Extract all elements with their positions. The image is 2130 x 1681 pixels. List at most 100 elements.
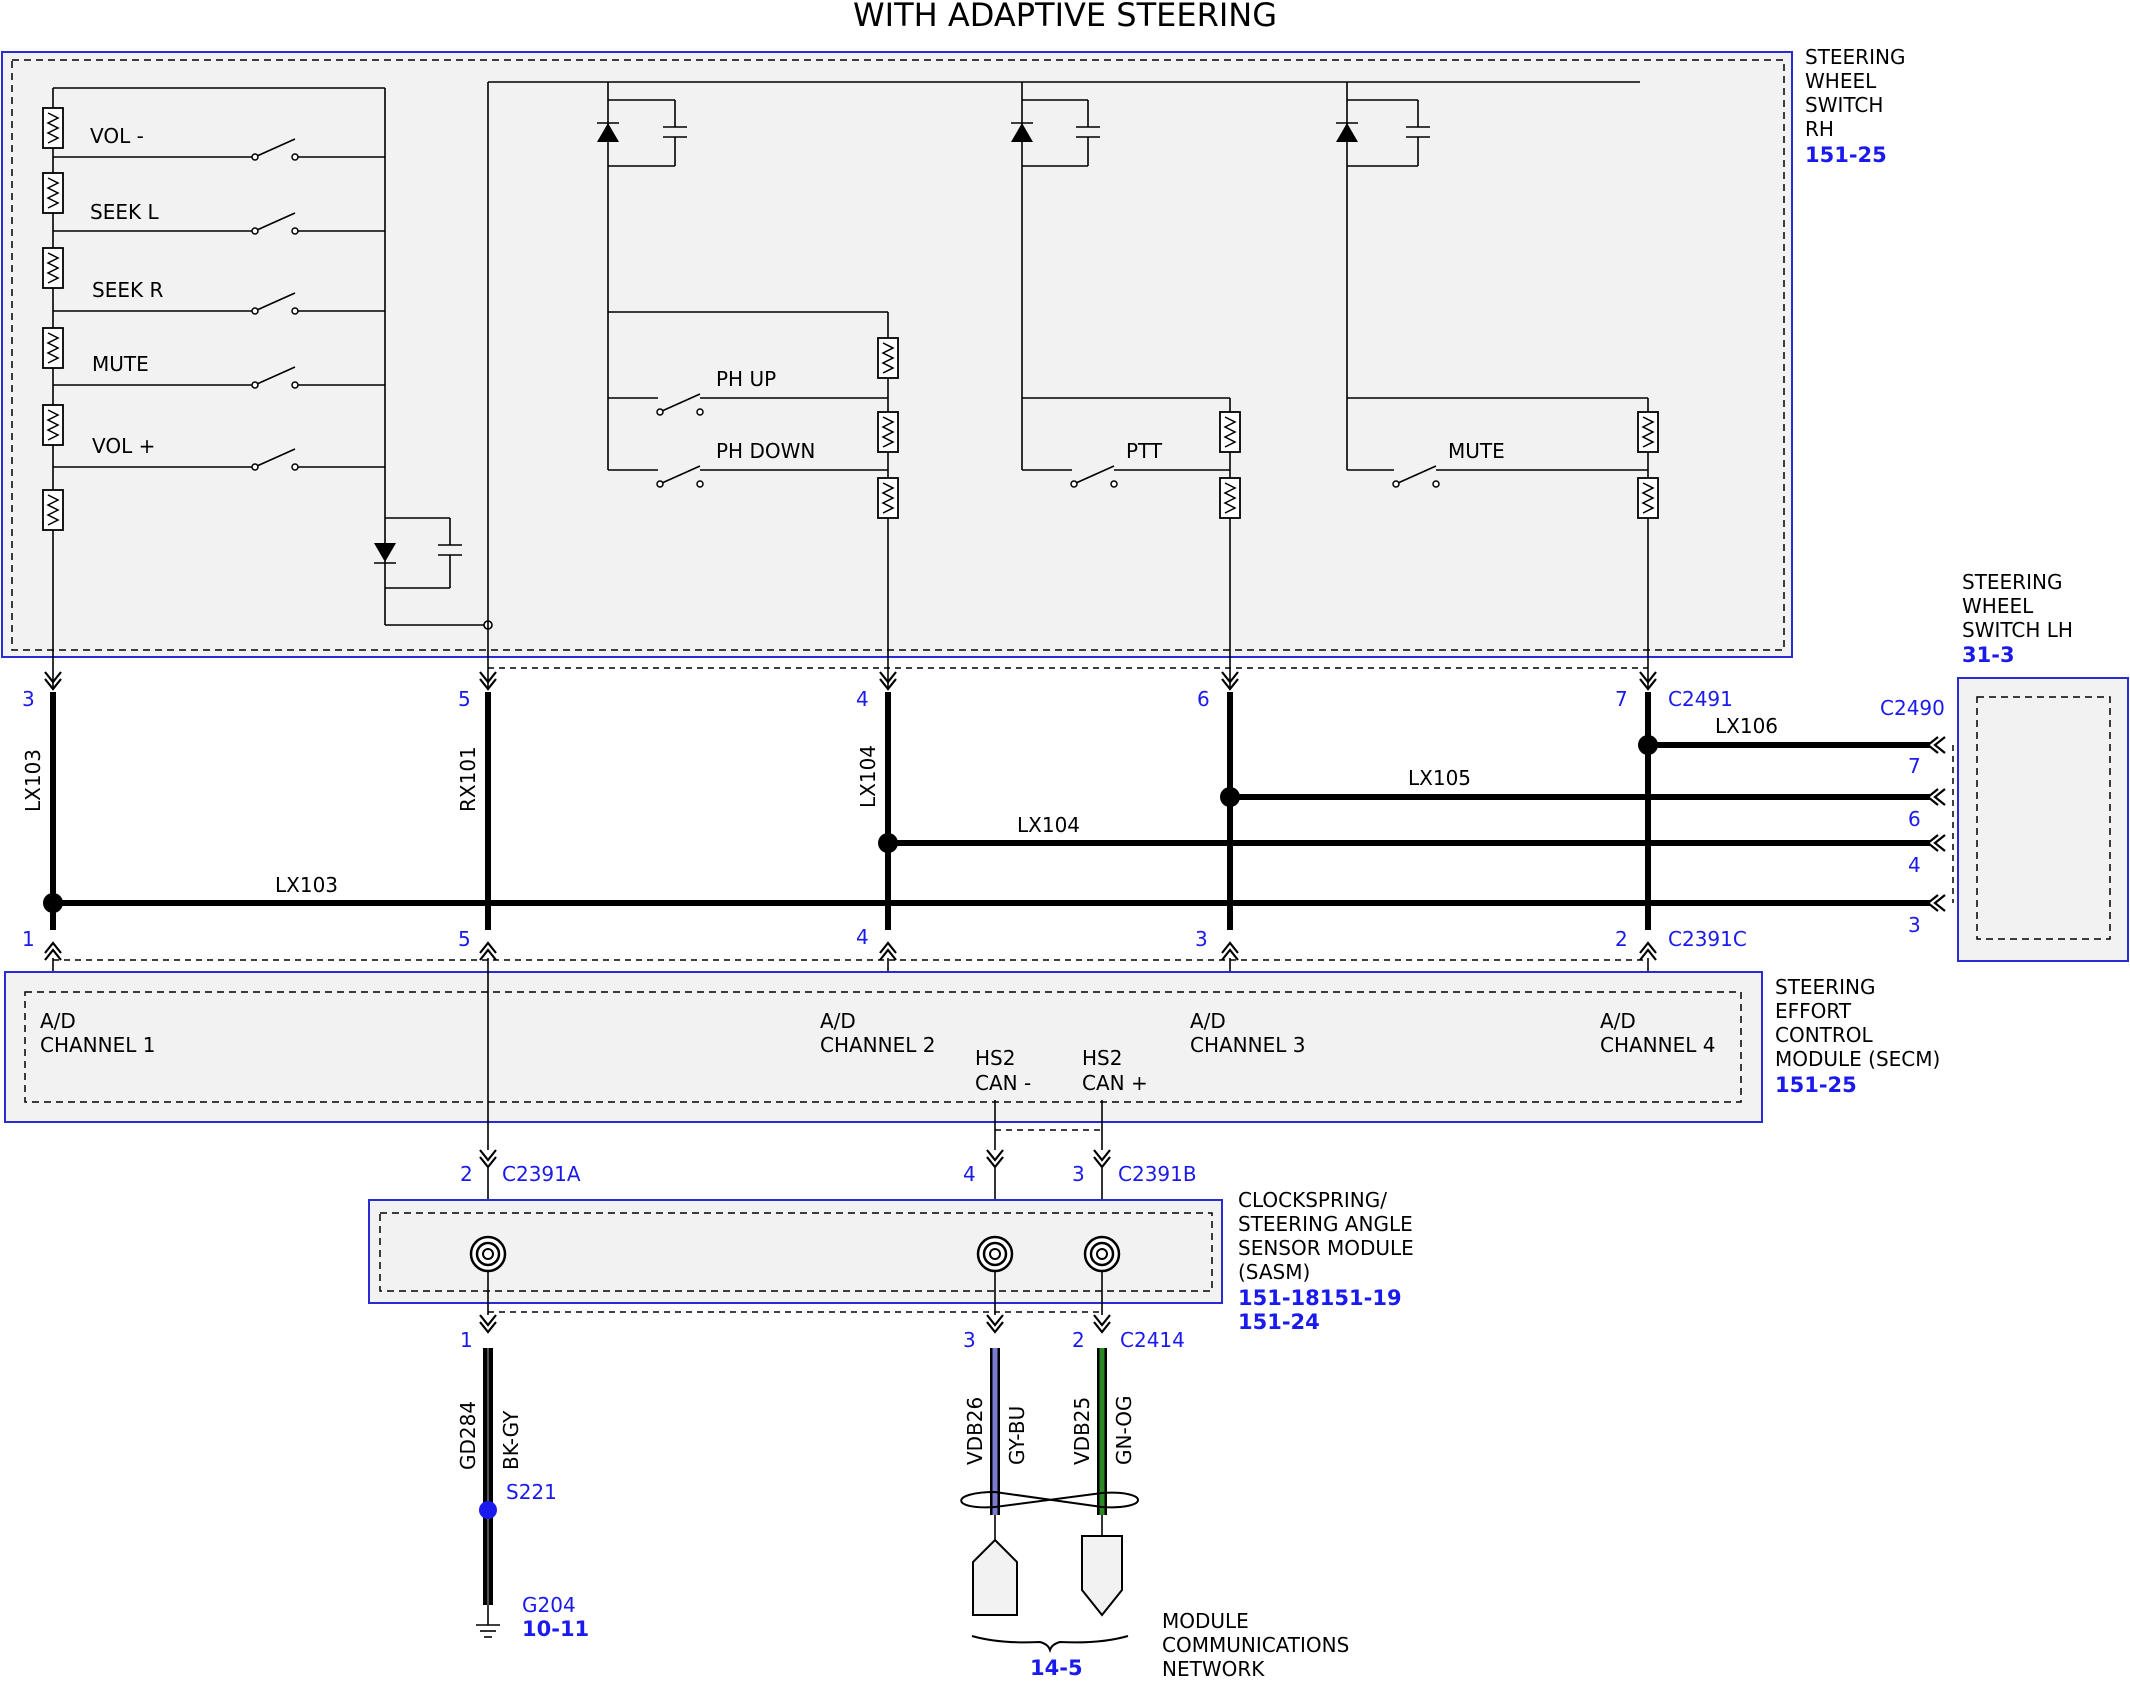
clockspring-coil-3 xyxy=(1083,1235,1121,1273)
sasm-ref-2[interactable]: 151-24 xyxy=(1238,1310,1320,1334)
sasm-label: CLOCKSPRING/ STEERING ANGLE SENSOR MODUL… xyxy=(1238,1188,1414,1334)
c2490-pin-lx103: 3 xyxy=(1908,913,1921,937)
secm-ch3-line1: A/D xyxy=(1190,1009,1226,1033)
network-name-2: NETWORK xyxy=(1162,1657,1265,1681)
secm-name-1: EFFORT xyxy=(1775,999,1852,1023)
c2391a-pin: 2 xyxy=(460,1162,473,1186)
secm-ref[interactable]: 151-25 xyxy=(1775,1073,1857,1097)
switch-lh-label: STEERING WHEEL SWITCH LH 31-3 xyxy=(1962,570,2073,667)
sasm-pin-3: 3 xyxy=(963,1328,976,1352)
ground-g204-ref[interactable]: 10-11 xyxy=(522,1617,589,1641)
splice-s221-dot xyxy=(479,1501,497,1519)
switch-rh-name-2: SWITCH xyxy=(1805,93,1883,117)
wire-lx103-label: LX103 xyxy=(275,873,338,897)
connector-c2490 xyxy=(1926,735,1954,913)
harness-horizontal-wires xyxy=(43,735,1930,913)
wire-rx101-label: RX101 xyxy=(456,746,480,812)
switch-ptt-label: PTT xyxy=(1126,439,1163,463)
ptt-switch-section xyxy=(1011,82,1241,690)
switch-vol-minus-label: VOL - xyxy=(90,124,144,148)
switch-ph-down-label: PH DOWN xyxy=(716,439,815,463)
phone-switch-section xyxy=(597,82,899,690)
secm-can-plus-line2: CAN + xyxy=(1082,1071,1148,1095)
wire-gy-bu-label: GY-BU xyxy=(1005,1406,1029,1465)
diagram-title: WITH ADAPTIVE STEERING xyxy=(853,0,1277,34)
switch-mute-left-label: MUTE xyxy=(92,352,149,376)
c2491-pin-rx101: 5 xyxy=(458,687,471,711)
secm-ch2-line2: CHANNEL 2 xyxy=(820,1033,935,1057)
c2391b-pin-4: 4 xyxy=(963,1162,976,1186)
wire-vdb26-label: VDB26 xyxy=(963,1397,987,1465)
sasm-inner-box xyxy=(379,1212,1213,1292)
ground-g204-label: G204 xyxy=(522,1593,576,1617)
sasm-pin-1: 1 xyxy=(460,1328,473,1352)
wire-gd284-label: GD284 xyxy=(456,1401,480,1470)
switch-lh-ref[interactable]: 31-3 xyxy=(1962,643,2015,667)
switch-rh-name-3: RH xyxy=(1805,117,1834,141)
secm-ch1-line1: A/D xyxy=(40,1009,76,1033)
diode-capacitor-1 xyxy=(374,81,1640,690)
secm-ch4-line2: CHANNEL 4 xyxy=(1600,1033,1715,1057)
secm-name-0: STEERING xyxy=(1775,975,1875,999)
sasm-box xyxy=(368,1199,1223,1304)
connector-c2491 xyxy=(43,667,1658,691)
switch-vol-plus-label: VOL + xyxy=(92,434,155,458)
secm-ch3-line2: CHANNEL 3 xyxy=(1190,1033,1305,1057)
switch-lh-box xyxy=(1957,677,2129,962)
ground-wire-gd284 xyxy=(476,1348,500,1638)
sasm-name-2: SENSOR MODULE xyxy=(1238,1236,1414,1260)
secm-name-2: CONTROL xyxy=(1775,1023,1874,1047)
network-ref[interactable]: 14-5 xyxy=(1030,1656,1083,1680)
c2491-pin-lx103: 3 xyxy=(22,687,35,711)
sasm-name-3: (SASM) xyxy=(1238,1260,1310,1284)
sasm-name-0: CLOCKSPRING/ xyxy=(1238,1188,1387,1212)
switch-lh-name-0: STEERING xyxy=(1962,570,2062,594)
wire-bk-gy-label: BK-GY xyxy=(499,1410,523,1470)
wire-lx104-label: LX104 xyxy=(1017,813,1080,837)
secm-can-plus-line1: HS2 xyxy=(1082,1046,1122,1070)
c2491-pin-lx105: 6 xyxy=(1197,687,1210,711)
switch-ph-up-label: PH UP xyxy=(716,367,776,391)
secm-name-3: MODULE (SECM) xyxy=(1775,1047,1940,1071)
c2490-label: C2490 xyxy=(1880,696,1945,720)
sasm-ref-1[interactable]: 151-18151-19 xyxy=(1238,1286,1402,1310)
switch-rh-inner-box xyxy=(11,59,1785,651)
harness-vertical-wires xyxy=(50,692,1651,930)
wire-lx105-label: LX105 xyxy=(1408,766,1471,790)
wire-gn-og-label: GN-OG xyxy=(1112,1396,1136,1465)
wire-lx106-label: LX106 xyxy=(1715,714,1778,738)
network-name-1: COMMUNICATIONS xyxy=(1162,1633,1349,1657)
secm-label: STEERING EFFORT CONTROL MODULE (SECM) 15… xyxy=(1775,975,1940,1097)
network-label: MODULE COMMUNICATIONS NETWORK xyxy=(1162,1609,1349,1681)
switch-lh-name-2: SWITCH LH xyxy=(1962,618,2073,642)
switch-rh-ref[interactable]: 151-25 xyxy=(1805,143,1887,167)
switch-rh-name-1: WHEEL xyxy=(1805,69,1877,93)
c2391c-label: C2391C xyxy=(1668,927,1747,951)
secm-inner-box xyxy=(24,991,1742,1103)
c2490-pin-lx105: 6 xyxy=(1908,807,1921,831)
c2491-label: C2491 xyxy=(1668,687,1733,711)
splice-s221-label: S221 xyxy=(506,1480,557,1504)
sasm-name-1: STEERING ANGLE xyxy=(1238,1212,1413,1236)
c2391a-label: C2391A xyxy=(502,1162,581,1186)
c2414-label: C2414 xyxy=(1120,1328,1185,1352)
switch-rh-name-0: STEERING xyxy=(1805,45,1905,69)
wire-lx104-vertical-label: LX104 xyxy=(856,745,880,808)
switch-seek-r-label: SEEK R xyxy=(92,278,163,302)
wire-vdb25-label: VDB25 xyxy=(1070,1397,1094,1465)
c2490-pin-lx104: 4 xyxy=(1908,853,1921,877)
switch-mute-right-label: MUTE xyxy=(1448,439,1505,463)
secm-ch1-line2: CHANNEL 1 xyxy=(40,1033,155,1057)
switch-rh-label: STEERING WHEEL SWITCH RH 151-25 xyxy=(1805,45,1905,167)
connector-c2414 xyxy=(478,1272,1112,1334)
wire-lx103-vertical-label: LX103 xyxy=(21,749,45,812)
switch-lh-inner-box xyxy=(1976,696,2111,940)
c2491-pin-lx104: 4 xyxy=(856,687,869,711)
c2391b-label: C2391B xyxy=(1118,1162,1197,1186)
sasm-pin-2: 2 xyxy=(1072,1328,1085,1352)
secm-box xyxy=(4,971,1763,1123)
c2391c-pin-5: 5 xyxy=(458,927,471,951)
switch-lh-name-1: WHEEL xyxy=(1962,594,2034,618)
c2391c-pin-4: 4 xyxy=(856,925,869,949)
